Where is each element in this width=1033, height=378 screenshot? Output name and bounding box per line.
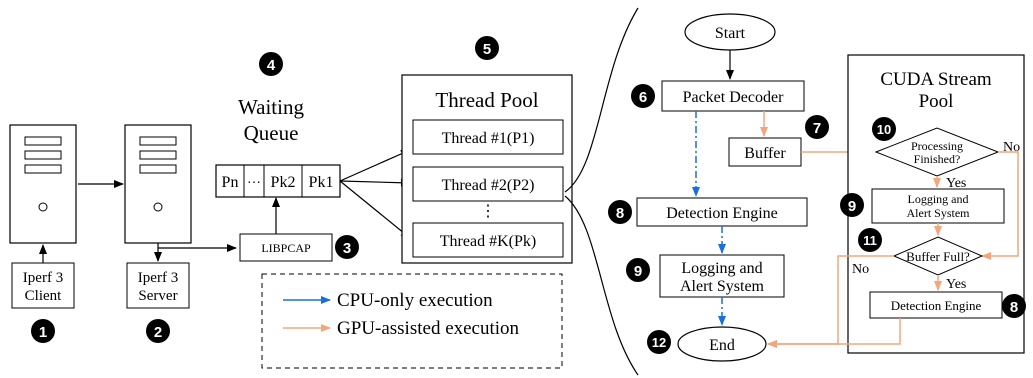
thread-label: Thread #2(P2) <box>442 177 535 194</box>
end-label: End <box>709 337 735 354</box>
server-label-line2: Server <box>138 288 177 304</box>
packet-decoder-box <box>661 80 805 112</box>
power-button-icon <box>38 202 48 212</box>
server-machine <box>124 124 192 244</box>
drive-bay-icon <box>24 164 62 174</box>
queue-title-line2: Queue <box>244 121 299 145</box>
drive-bay-icon <box>139 164 177 174</box>
waiting-queue: Pn ··· Pk2 Pk1 <box>215 164 341 198</box>
badge-10-number: 10 <box>877 122 891 137</box>
badge-8b: 8 <box>1002 294 1026 318</box>
badge-2: 2 <box>146 319 170 343</box>
badge-12: 12 <box>647 330 671 354</box>
badge-9a: 9 <box>626 258 650 282</box>
queue-cell: Pk1 <box>309 174 334 191</box>
buffer-full-decision <box>892 236 984 276</box>
thread-ellipsis: ⋮ <box>480 203 496 220</box>
badge-1-number: 1 <box>39 324 47 341</box>
processing-finished-line1: Processing <box>911 139 963 153</box>
cuda-detection-box <box>869 291 1003 319</box>
badge-6-number: 6 <box>639 89 647 106</box>
badge-7-number: 7 <box>813 120 821 137</box>
logging-alert-line2: Alert System <box>680 278 765 295</box>
power-button-icon <box>153 202 163 212</box>
logging-alert-box <box>659 254 785 298</box>
end-node <box>677 326 767 362</box>
badge-6: 6 <box>631 84 655 108</box>
queue-cell: Pk2 <box>271 174 296 191</box>
badge-4: 4 <box>259 52 283 76</box>
badge-9-number: 9 <box>848 198 856 215</box>
start-label: Start <box>715 25 746 42</box>
badge-3: 3 <box>335 235 359 259</box>
badge-9b: 9 <box>840 193 864 217</box>
queue-cell: Pn <box>222 174 239 191</box>
zoom-curve-top <box>564 7 639 193</box>
thread-label: Thread #1(P1) <box>442 130 535 147</box>
badge-11-number: 11 <box>863 233 877 248</box>
thread-box-k <box>412 222 564 258</box>
zoom-curve-bottom <box>564 195 639 376</box>
client-label-line1: Iperf 3 <box>23 270 63 286</box>
detection-engine-box <box>636 197 808 227</box>
queue-title-line1: Waiting <box>238 95 304 119</box>
buffer-label: Buffer <box>744 145 786 162</box>
cuda-logging-line1: Logging and <box>908 192 969 206</box>
server-label-box <box>126 262 190 309</box>
queue-to-threadk-arrow <box>339 180 411 239</box>
client-machine <box>9 124 77 244</box>
queue-to-thread2-arrow <box>339 178 411 187</box>
detection-engine-label: Detection Engine <box>666 205 778 222</box>
buffer-full-yes-label: Yes <box>946 277 966 292</box>
cuda-pool-title-line2: Pool <box>919 91 954 112</box>
legend-gpu-label: GPU-assisted execution <box>337 318 520 339</box>
legend-box <box>261 273 563 369</box>
cuda-logging-box <box>871 188 1005 224</box>
libpcap-label: LIBPCAP <box>261 241 311 255</box>
badge-8-number: 8 <box>1010 299 1018 316</box>
buffer-box <box>728 137 802 167</box>
legend-cpu-label: CPU-only execution <box>337 290 493 311</box>
badge-12-number: 12 <box>652 335 666 350</box>
badge-7: 7 <box>805 115 829 139</box>
packet-decoder-label: Packet Decoder <box>683 89 785 106</box>
queue-cell: ··· <box>247 176 261 191</box>
libpcap-box <box>239 233 333 262</box>
badge-2-number: 2 <box>154 324 162 341</box>
badge-4-number: 4 <box>267 57 276 74</box>
badge-5-number: 5 <box>483 41 491 58</box>
thread-box-2 <box>412 166 564 202</box>
processing-yes-label: Yes <box>946 176 966 191</box>
drive-bay-icon <box>24 150 62 160</box>
client-label-line2: Client <box>25 288 62 304</box>
badge-11: 11 <box>858 228 882 252</box>
thread-box-1 <box>412 119 564 155</box>
cuda-detection-to-end-arrow <box>767 318 901 348</box>
badge-8-number: 8 <box>616 205 624 222</box>
cuda-detection-label: Detection Engine <box>891 298 982 313</box>
cuda-pool-title-line1: CUDA Stream <box>880 69 992 90</box>
thread-pool-title: Thread Pool <box>435 88 538 112</box>
drive-bay-icon <box>24 136 62 146</box>
server-label-line1: Iperf 3 <box>138 270 178 286</box>
processing-finished-line2: Finished? <box>914 152 961 166</box>
badge-9-number: 9 <box>634 263 642 280</box>
badge-1: 1 <box>31 319 55 343</box>
badge-10: 10 <box>872 117 896 141</box>
badge-5: 5 <box>475 36 499 60</box>
badge-8a: 8 <box>608 200 632 224</box>
logging-alert-line1: Logging and <box>681 260 762 277</box>
processing-no-path-arrow <box>981 151 1019 260</box>
thread-label: Thread #K(Pk) <box>440 233 536 250</box>
drive-bay-icon <box>139 150 177 160</box>
badge-3-number: 3 <box>343 240 351 257</box>
queue-to-thread1-arrow <box>339 149 411 182</box>
buffer-full-label: Buffer Full? <box>906 249 970 264</box>
cuda-logging-line2: Alert System <box>907 206 971 220</box>
drive-bay-icon <box>139 136 177 146</box>
buffer-full-no-label: No <box>852 262 869 277</box>
